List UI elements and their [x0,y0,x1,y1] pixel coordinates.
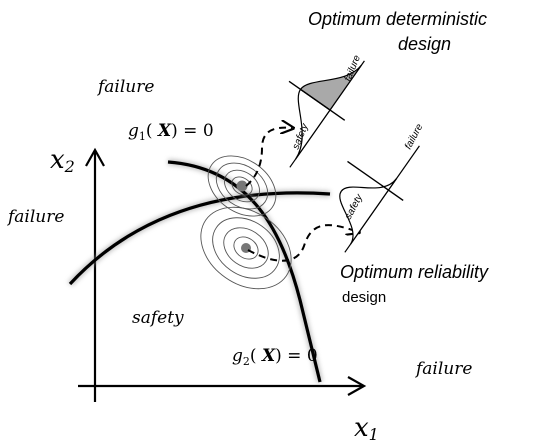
g1-limit-state-curve [67,189,331,287]
x2-axis-label: x2 [50,145,75,176]
x2-axis [85,147,105,402]
x1-axis-label: x1 [354,413,379,441]
deterministic-title-line2: design [398,34,451,54]
reliability-leader-arrow [247,225,358,262]
reliability-title-line2: design [342,289,386,306]
deterministic-distribution-inset [288,60,365,168]
failure-label-top: failure [96,77,154,97]
small-failure-label-1: failure [343,53,364,83]
x1-axis [78,376,367,396]
reliability-distribution-inset [339,145,420,253]
safety-label: safety [132,308,184,328]
g1-label: g1( X) = 0 [128,121,214,143]
g2-label: g2( X) = 0 [232,346,318,368]
deterministic-leader-arrow [245,128,292,187]
g2-limit-state-curve [167,159,323,383]
deterministic-optimum-point [236,180,248,192]
reliability-contours [200,206,292,290]
deterministic-title-line1: Optimum deterministic [308,9,487,29]
failure-label-left: failure [6,207,64,227]
reliability-title-line1: Optimum reliability [340,262,489,282]
failure-label-right: failure [414,359,472,379]
small-failure-label-2: failure [403,122,426,152]
